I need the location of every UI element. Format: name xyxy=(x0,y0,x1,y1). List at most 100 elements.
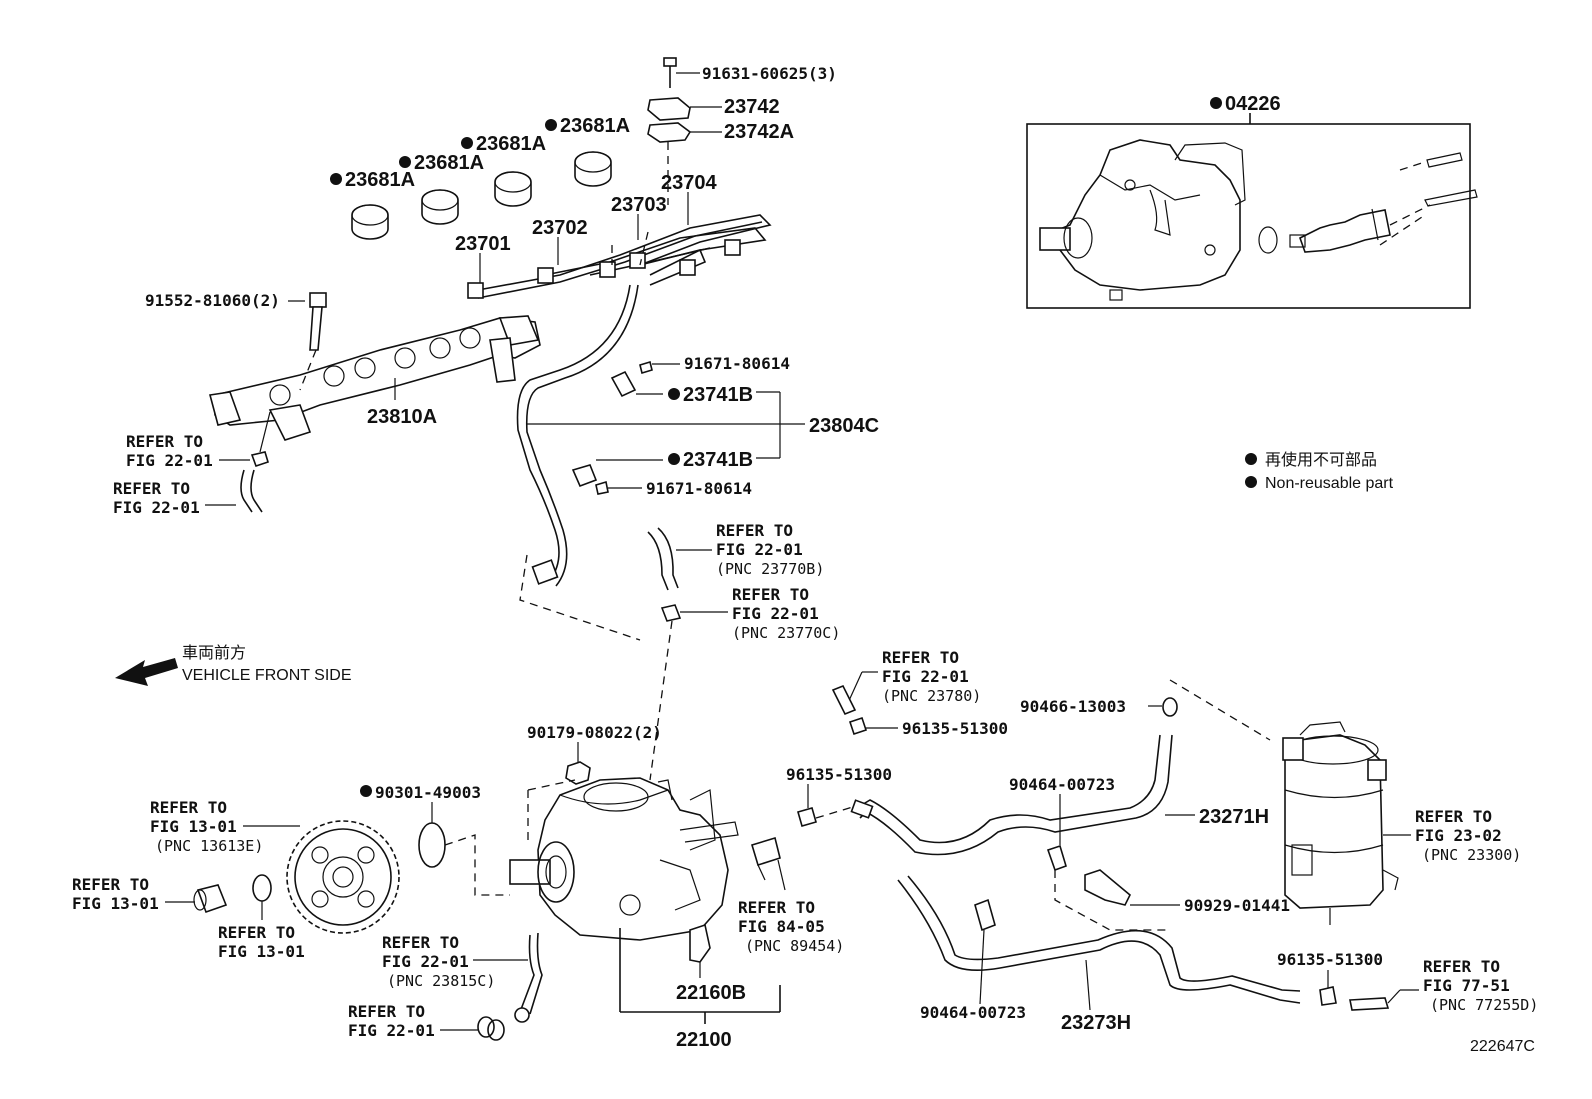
ref-fig-13-01[interactable]: FIG 13-01 xyxy=(150,817,237,836)
ref-pnc: (PNC 23815C) xyxy=(387,972,495,990)
ref-rail-2: REFER TO FIG 22-01 xyxy=(113,469,263,517)
bracket-90929: 90929-01441 xyxy=(1084,869,1290,915)
part-91631-60625[interactable]: 91631-60625(3) xyxy=(702,64,837,83)
ref-fig-22-01[interactable]: FIG 22-01 xyxy=(382,952,469,971)
sleeves-23681a: 23681A 23681A 23681A 23681A xyxy=(330,115,630,240)
clamp-23742: 23742 23742A xyxy=(647,96,794,205)
ref-pnc: (PNC 77255D) xyxy=(1430,996,1538,1014)
ref-label: REFER TO xyxy=(738,898,815,917)
legend-en: Non-reusable part xyxy=(1265,475,1394,492)
part-23271h[interactable]: 23271H xyxy=(1199,806,1269,828)
ref-label: REFER TO xyxy=(72,875,149,894)
ref-label: REFER TO xyxy=(1423,957,1500,976)
vehicle-front-indicator: 車両前方 VEHICLE FRONT SIDE xyxy=(115,644,352,686)
ref-pnc: (PNC 23770B) xyxy=(716,560,824,578)
oring-90301: 90301-49003 xyxy=(360,783,510,896)
ref-label: REFER TO xyxy=(1415,807,1492,826)
part-22100[interactable]: 22100 xyxy=(676,1029,732,1051)
part-90301-49003[interactable]: 90301-49003 xyxy=(375,783,481,802)
part-90466-group: 90466-13003 xyxy=(1020,679,1271,741)
nut-90179: 90179-08022(2) xyxy=(527,723,662,840)
ref-label: REFER TO xyxy=(113,479,190,498)
ref-label: REFER TO xyxy=(882,648,959,667)
ref-fig-22-01-bottom: REFER TO FIG 22-01 xyxy=(348,1002,505,1041)
part-23810a[interactable]: 23810A xyxy=(367,406,437,428)
inset-04226: 04226 xyxy=(1026,93,1478,309)
ref-label: REFER TO xyxy=(126,432,203,451)
legend-dot xyxy=(1245,476,1257,488)
ref-fig-13-01[interactable]: FIG 13-01 xyxy=(218,942,305,961)
part-22160b[interactable]: 22160B xyxy=(676,982,746,1004)
ref-label: REFER TO xyxy=(150,798,227,817)
part-96135-51300-3[interactable]: 96135-51300 xyxy=(1277,950,1383,969)
ref-label: REFER TO xyxy=(732,585,809,604)
ref-fig-22-01[interactable]: FIG 22-01 xyxy=(113,498,200,517)
part-23804c[interactable]: 23804C xyxy=(809,415,879,437)
part-04226[interactable]: 04226 xyxy=(1225,93,1281,115)
part-23701[interactable]: 23701 xyxy=(455,233,511,255)
part-91671-80614-1[interactable]: 91671-80614 xyxy=(684,354,790,373)
part-23741b-1[interactable]: 23741B xyxy=(683,384,753,406)
ref-label: REFER TO xyxy=(716,521,793,540)
part-91671-80614-2[interactable]: 91671-80614 xyxy=(646,479,752,498)
ref-pnc: (PNC 13613E) xyxy=(155,837,263,855)
ref-23770c: REFER TO FIG 22-01 (PNC 23770C) xyxy=(649,585,840,781)
vehicle-front-en: VEHICLE FRONT SIDE xyxy=(182,667,352,684)
part-23681a-3[interactable]: 23681A xyxy=(476,133,546,155)
part-96135-51300-2[interactable]: 96135-51300 xyxy=(786,765,892,784)
part-90464-00723-2[interactable]: 90464-00723 xyxy=(920,1003,1026,1022)
part-23742a[interactable]: 23742A xyxy=(724,121,794,143)
part-90464-00723-1[interactable]: 90464-00723 xyxy=(1009,775,1115,794)
ref-label: REFER TO xyxy=(218,923,295,942)
diagram-id: 222647C xyxy=(1470,1038,1535,1055)
part-91552-81060[interactable]: 91552-81060(2) xyxy=(145,291,280,310)
ref-fig-84-05[interactable]: FIG 84-05 xyxy=(738,917,825,936)
non-reusable-dot xyxy=(1210,97,1222,109)
part-23742[interactable]: 23742 xyxy=(724,96,780,118)
ref-fig-13-01[interactable]: FIG 13-01 xyxy=(72,894,159,913)
part-23681a-4[interactable]: 23681A xyxy=(560,115,630,137)
injection-pipes: 23704 23703 23702 23701 xyxy=(455,172,772,299)
ref-pnc: (PNC 23770C) xyxy=(732,624,840,642)
part-23273h[interactable]: 23273H xyxy=(1061,1012,1131,1034)
part-23741b-2[interactable]: 23741B xyxy=(683,449,753,471)
arrow-left-icon xyxy=(115,658,178,686)
ref-23780: REFER TO FIG 22-01 (PNC 23780) 96135-513… xyxy=(831,648,1008,738)
ref-label: REFER TO xyxy=(382,933,459,952)
legend: 再使用不可部品 Non-reusable part xyxy=(1245,451,1394,492)
ref-13-01-ring: REFER TO FIG 13-01 xyxy=(218,874,305,961)
part-90466-13003[interactable]: 90466-13003 xyxy=(1020,697,1126,716)
ref-label: REFER TO xyxy=(348,1002,425,1021)
ref-fig-22-01[interactable]: FIG 22-01 xyxy=(716,540,803,559)
ref-pnc: (PNC 89454) xyxy=(745,937,844,955)
part-90179-08022[interactable]: 90179-08022(2) xyxy=(527,723,662,742)
ref-fig-22-01[interactable]: FIG 22-01 xyxy=(126,451,213,470)
legend-jp: 再使用不可部品 xyxy=(1265,451,1377,469)
drive-gear: REFER TO FIG 13-01 (PNC 13613E) xyxy=(150,798,400,934)
ref-fig-23-02[interactable]: FIG 23-02 xyxy=(1415,826,1502,845)
ref-fig-22-01[interactable]: FIG 22-01 xyxy=(882,667,969,686)
ref-23770b: REFER TO FIG 22-01 (PNC 23770B) xyxy=(647,521,824,591)
part-23681a-1[interactable]: 23681A xyxy=(345,169,415,191)
ref-77255d: REFER TO FIG 77-51 (PNC 77255D) xyxy=(1349,957,1538,1014)
part-90929-01441[interactable]: 90929-01441 xyxy=(1184,896,1290,915)
part-23702[interactable]: 23702 xyxy=(532,217,588,239)
ref-pnc: (PNC 23300) xyxy=(1422,846,1521,864)
part-23704[interactable]: 23704 xyxy=(661,172,717,194)
bolt-91631: 91631-60625(3) xyxy=(663,57,837,88)
pipe-23804c: 23804C 91671-80614 23741B 23741B 91671-8… xyxy=(516,284,879,641)
ref-fig-77-51[interactable]: FIG 77-51 xyxy=(1423,976,1510,995)
part-23681a-2[interactable]: 23681A xyxy=(414,152,484,174)
vehicle-front-jp: 車両前方 xyxy=(182,644,246,662)
part-96135-group-2: 96135-51300 xyxy=(786,765,892,827)
ref-pnc: (PNC 23780) xyxy=(882,687,981,705)
ref-fig-22-01[interactable]: FIG 22-01 xyxy=(348,1021,435,1040)
ref-fig-22-01[interactable]: FIG 22-01 xyxy=(732,604,819,623)
part-23703[interactable]: 23703 xyxy=(611,194,667,216)
ref-23815c: REFER TO FIG 22-01 (PNC 23815C) xyxy=(382,932,543,1023)
fuel-filter: REFER TO FIG 23-02 (PNC 23300) xyxy=(1282,721,1521,925)
part-96135-51300-1[interactable]: 96135-51300 xyxy=(902,719,1008,738)
legend-dot xyxy=(1245,453,1257,465)
